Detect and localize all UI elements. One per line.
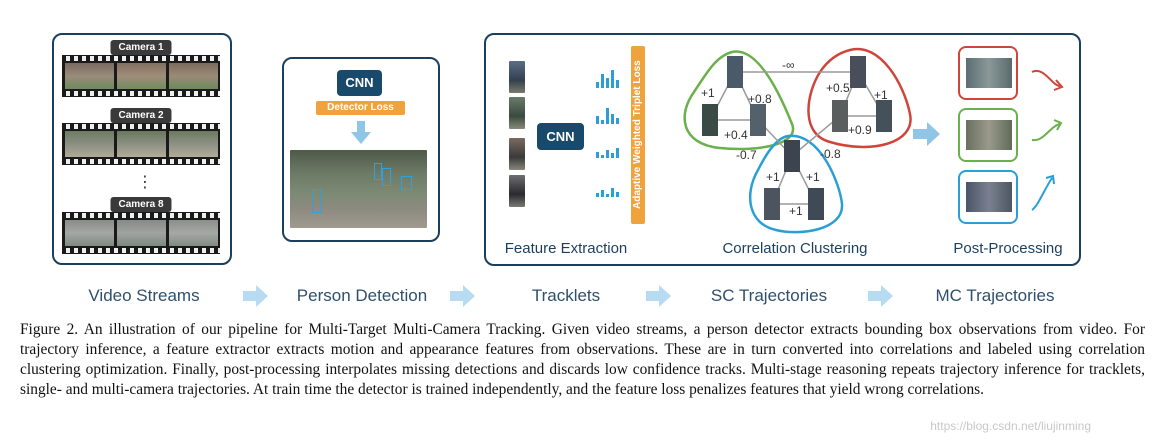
figure-caption: Figure 2. An illustration of our pipelin… <box>20 321 1145 398</box>
post-track-blue <box>958 170 1018 224</box>
stage-label-video-streams: Video Streams <box>88 286 200 305</box>
person-node <box>808 188 824 220</box>
detection-cnn-box: CNN <box>337 70 382 96</box>
person-node <box>750 104 766 136</box>
bounding-box <box>382 168 391 186</box>
tracklet-thumbnail <box>509 138 525 170</box>
tracklet-thumbnail <box>509 175 525 207</box>
feature-histograms <box>596 70 619 197</box>
stage-arrow <box>868 285 893 307</box>
edge-label-cross-left: -0.7 <box>736 148 757 162</box>
camera-8-label: Camera 8 <box>110 197 172 212</box>
correlation-graph <box>683 47 912 234</box>
section-feature-extraction: Feature Extraction <box>504 240 628 257</box>
edge-label-red-left: +0.5 <box>826 81 850 95</box>
bounding-box <box>312 189 322 213</box>
person-node <box>784 140 800 172</box>
watermark: https://blog.csdn.net/liujinming <box>930 419 1091 433</box>
edge-label-green-left: +1 <box>701 86 715 100</box>
edge-label-green-bottom: +0.4 <box>724 128 748 142</box>
feature-cnn-box: CNN <box>537 123 584 150</box>
person-node <box>727 56 743 88</box>
blue-cluster-outline <box>748 134 844 234</box>
person-node <box>764 188 780 220</box>
bounding-box <box>374 163 382 180</box>
edge-label-red-right: +1 <box>874 88 888 102</box>
trajectory-curves <box>1031 69 1064 211</box>
person-node <box>850 56 866 88</box>
section-correlation-clustering: Correlation Clustering <box>722 240 868 257</box>
red-cluster-outline <box>807 47 912 149</box>
section-post-processing: Post-Processing <box>953 240 1063 257</box>
stage-arrow <box>646 285 671 307</box>
edge-label-red-bottom: +0.9 <box>848 123 872 137</box>
stage-arrow <box>243 285 268 307</box>
triplet-loss-bar: Adaptive Weighted Triplet Loss <box>631 46 645 224</box>
film-strip-camera-2 <box>62 123 220 165</box>
person-node <box>832 100 848 132</box>
person-node <box>702 104 718 136</box>
camera-1-label: Camera 1 <box>110 40 172 55</box>
film-strip-camera-1 <box>62 55 220 97</box>
stage-label-mc-trajectories: MC Trajectories <box>935 286 1055 305</box>
post-track-green <box>958 108 1018 162</box>
detector-loss-bar: Detector Loss <box>316 101 405 115</box>
edge-label-blue-right: +1 <box>806 170 820 184</box>
edge-label-blue-left: +1 <box>766 170 780 184</box>
bounding-box <box>401 176 412 190</box>
tracklet-thumbnail <box>509 97 525 129</box>
edge-label-top: -∞ <box>782 58 795 72</box>
ellipsis: ⋮ <box>137 174 153 191</box>
post-track-red <box>958 46 1018 100</box>
person-node <box>876 100 892 132</box>
film-strip-camera-8 <box>62 212 220 254</box>
stage-label-person-detection: Person Detection <box>296 286 428 305</box>
clustering-to-postproc-arrow <box>913 122 940 146</box>
edge-label-blue-bottom: +1 <box>789 204 803 218</box>
tracklet-thumbnail <box>509 61 525 93</box>
edge-label-green-right: +0.8 <box>748 92 772 106</box>
detection-down-arrow <box>351 121 371 144</box>
edge-label-cross-right: -0.8 <box>820 147 841 161</box>
stage-arrow <box>450 285 475 307</box>
detection-scene-image <box>290 150 427 228</box>
camera-2-label: Camera 2 <box>110 108 172 123</box>
green-cluster-outline <box>683 50 795 151</box>
stage-label-sc-trajectories: SC Trajectories <box>710 286 828 305</box>
stage-label-tracklets: Tracklets <box>531 286 601 305</box>
